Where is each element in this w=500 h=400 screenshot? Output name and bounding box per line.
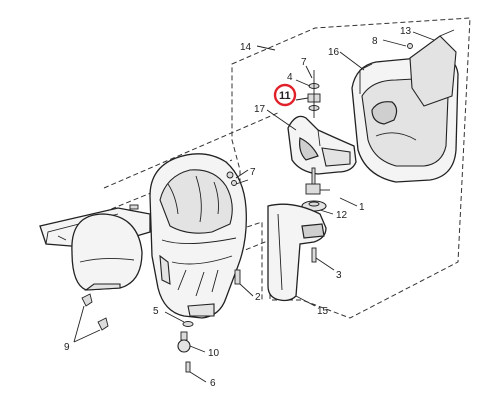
dome-cover (71, 213, 143, 291)
label-2: 2 (255, 292, 261, 303)
label-13: 13 (400, 26, 412, 37)
label-17: 17 (254, 104, 266, 115)
screw-7-head (226, 171, 234, 179)
bolt-2 (234, 269, 241, 285)
label-9: 9 (64, 342, 70, 353)
highlight-circle-11 (273, 83, 297, 107)
clip-upper (81, 293, 93, 307)
label-12: 12 (336, 210, 348, 221)
screw-8 (407, 43, 413, 49)
label-6: 6 (210, 378, 216, 389)
label-8: 8 (372, 36, 378, 47)
washer-5 (182, 321, 194, 327)
side-guard (267, 203, 327, 302)
caster-wheel-10 (177, 339, 191, 353)
label-7-side: 7 (250, 167, 256, 178)
label-1-right: 1 (359, 202, 365, 213)
bolt-1-left (129, 204, 139, 210)
label-15: 15 (317, 306, 329, 317)
bolt-3 (311, 247, 317, 263)
motor-mount (287, 115, 357, 175)
clip-lower (97, 317, 109, 331)
label-16: 16 (328, 47, 340, 58)
clamp-upper (305, 183, 321, 195)
label-4: 4 (287, 72, 293, 83)
label-7-top: 7 (301, 57, 307, 68)
label-3: 3 (336, 270, 342, 281)
label-11: 11 (279, 90, 291, 102)
screw-6 (185, 361, 191, 373)
label-10: 10 (208, 348, 220, 359)
label-5: 5 (153, 306, 159, 317)
assembly-outline (231, 17, 471, 319)
label-14: 14 (240, 42, 252, 53)
top-plate (409, 35, 457, 107)
